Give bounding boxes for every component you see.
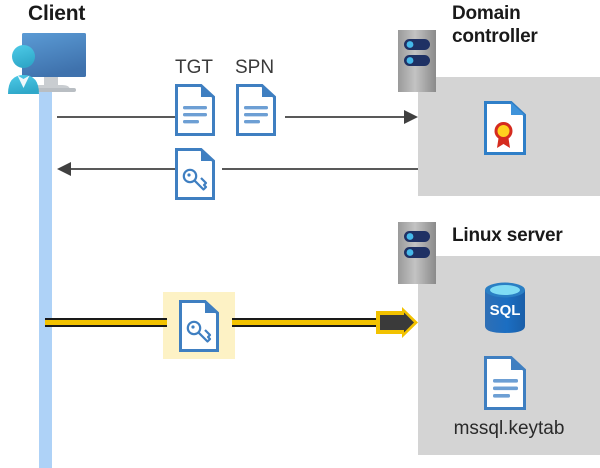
arrowhead-right-icon-request <box>404 110 418 124</box>
key-document-icon-kerberos-ticket <box>179 300 219 352</box>
arrowhead-right-icon-kerberos <box>376 307 418 338</box>
sql-label: SQL <box>490 302 521 319</box>
page-title-client: Client <box>28 2 86 25</box>
flow-line-kerberos-right <box>232 318 384 327</box>
sql-database-icon: SQL <box>481 281 529 335</box>
label-tgt: TGT <box>175 57 213 78</box>
client-workstation-icon <box>4 28 100 100</box>
flow-line-request-left <box>57 116 175 118</box>
label-keytab-filename: mssql.keytab <box>453 418 565 439</box>
key-document-icon-response <box>175 148 215 200</box>
flow-line-kerberos-left <box>45 318 167 327</box>
document-icon-spn <box>236 84 276 136</box>
page-title-linux-server: Linux server <box>452 225 563 246</box>
client-lifeline <box>39 88 52 468</box>
flow-line-request-right <box>285 116 410 118</box>
flow-line-response-left <box>68 168 175 170</box>
arrowhead-left-icon-response <box>57 162 71 176</box>
certificate-document-icon <box>484 101 526 155</box>
server-rack-icon-linux-server <box>398 222 436 284</box>
label-spn: SPN <box>235 57 275 78</box>
server-rack-icon-domain-controller <box>398 30 436 92</box>
flow-line-response-right <box>222 168 418 170</box>
document-icon-keytab <box>484 356 526 410</box>
document-icon-tgt <box>175 84 215 136</box>
